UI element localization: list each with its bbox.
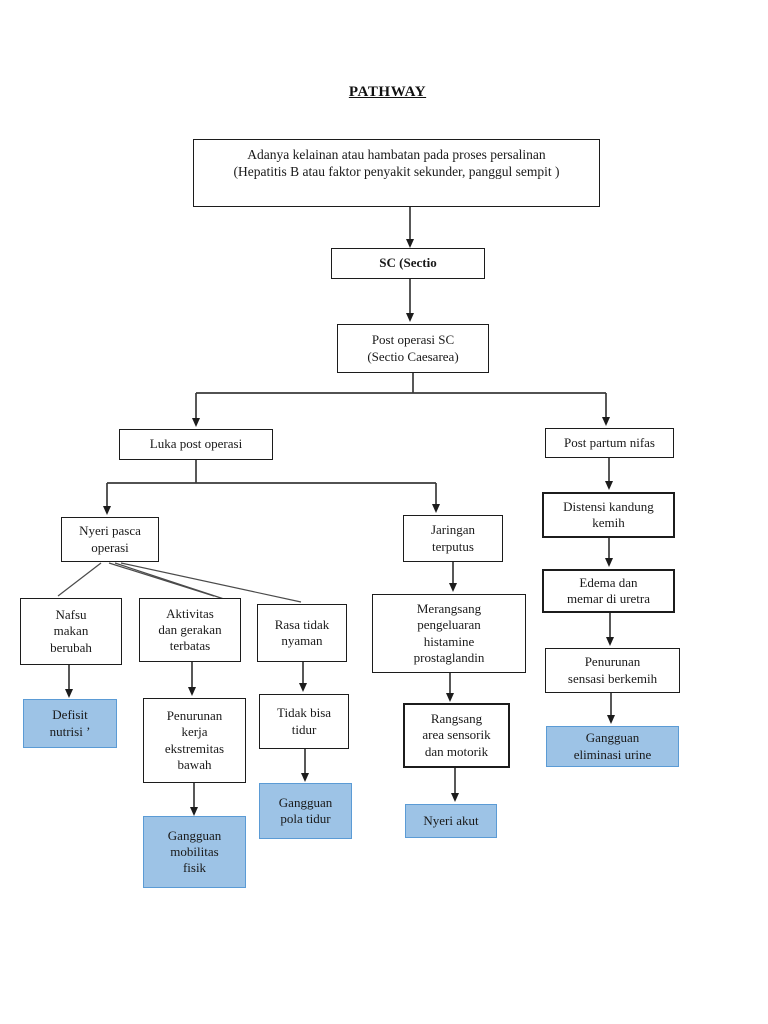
node-adanya-kelainan: Adanya kelainan atau hambatan pada prose… (193, 139, 600, 207)
node-penurunan-kerja-ekstremitas: Penurunan kerja ekstremitas bawah (143, 698, 246, 783)
node-nyeri-pasca-operasi: Nyeri pasca operasi (61, 517, 159, 562)
node-jaringan-terputus: Jaringan terputus (403, 515, 503, 562)
node-edema-memar-uretra: Edema dan memar di uretra (542, 569, 675, 613)
node-rasa-tidak-nyaman: Rasa tidak nyaman (257, 604, 347, 662)
node-luka-post-operasi: Luka post operasi (119, 429, 273, 460)
node-gangguan-pola-tidur: Gangguan pola tidur (259, 783, 352, 839)
node-gangguan-eliminasi-urine: Gangguan eliminasi urine (546, 726, 679, 767)
node-post-operasi-sc: Post operasi SC (Sectio Caesarea) (337, 324, 489, 373)
node-post-partum-nifas: Post partum nifas (545, 428, 674, 458)
node-gangguan-mobilitas-fisik: Gangguan mobilitas fisik (143, 816, 246, 888)
node-rangsang-sensorik-motorik: Rangsang area sensorik dan motorik (403, 703, 510, 768)
node-merangsang-histamine: Merangsang pengeluaran histamine prostag… (372, 594, 526, 673)
node-sc-sectio: SC (Sectio (331, 248, 485, 279)
node-aktivitas-terbatas: Aktivitas dan gerakan terbatas (139, 598, 241, 662)
node-penurunan-sensasi-berkemih: Penurunan sensasi berkemih (545, 648, 680, 693)
node-distensi-kandung-kemih: Distensi kandung kemih (542, 492, 675, 538)
page-title: PATHWAY (348, 84, 427, 100)
node-nyeri-akut: Nyeri akut (405, 804, 497, 838)
node-defisit-nutrisi: Defisit nutrisi ʼ (23, 699, 117, 748)
node-tidak-bisa-tidur: Tidak bisa tidur (259, 694, 349, 749)
node-nafsu-makan-berubah: Nafsu makan berubah (20, 598, 122, 665)
